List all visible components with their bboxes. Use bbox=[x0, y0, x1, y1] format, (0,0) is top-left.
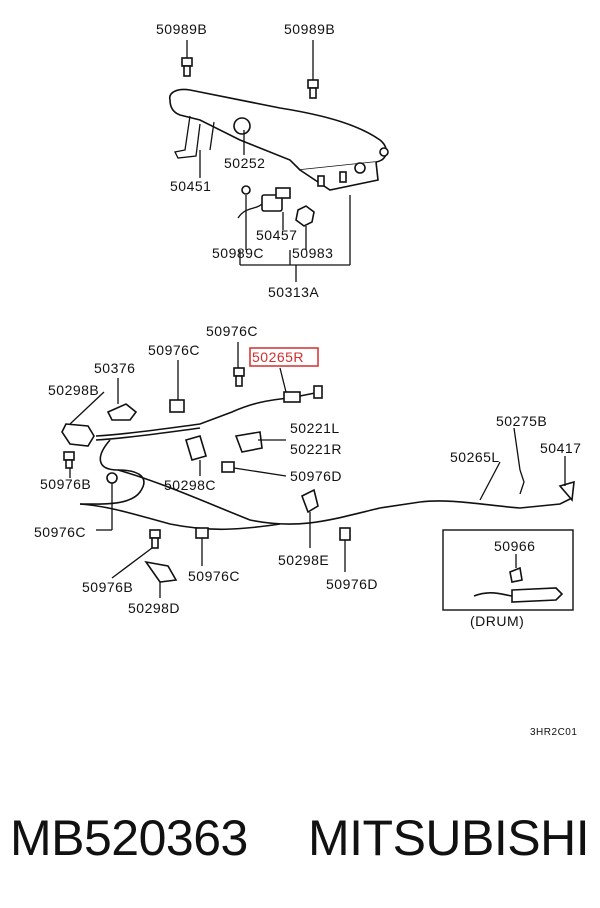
label-50976C: 50976C bbox=[188, 568, 240, 584]
clip-icon bbox=[169, 399, 185, 413]
bolt-icon bbox=[149, 529, 161, 549]
label-50457: 50457 bbox=[256, 227, 297, 243]
label-drum: (DRUM) bbox=[470, 613, 524, 629]
label-50451: 50451 bbox=[170, 178, 211, 194]
label-50252: 50252 bbox=[224, 155, 265, 171]
label-50966: 50966 bbox=[494, 538, 535, 554]
label-50298C: 50298C bbox=[164, 477, 216, 493]
label-50976C: 50976C bbox=[34, 524, 86, 540]
bolt-icon bbox=[339, 527, 351, 541]
label-50298E: 50298E bbox=[278, 552, 329, 568]
reference-code: 3HR2C01 bbox=[530, 727, 577, 738]
label-50298B: 50298B bbox=[48, 382, 99, 398]
label-50976C: 50976C bbox=[148, 342, 200, 358]
bracket-icon bbox=[106, 403, 138, 421]
highlight-box bbox=[249, 347, 319, 367]
label-50976B: 50976B bbox=[40, 476, 91, 492]
label-50989C: 50989C bbox=[212, 245, 264, 261]
bracket-icon bbox=[185, 435, 207, 461]
bolt-icon bbox=[307, 79, 319, 99]
label-50221R: 50221R bbox=[290, 441, 342, 457]
label-50989B: 50989B bbox=[156, 21, 207, 37]
bracket-icon bbox=[234, 431, 263, 453]
label-50976B: 50976B bbox=[82, 579, 133, 595]
bolt-icon bbox=[63, 451, 75, 469]
label-50976D: 50976D bbox=[290, 468, 342, 484]
label-50298D: 50298D bbox=[128, 600, 180, 616]
switch-icon bbox=[237, 185, 291, 219]
bolt-icon bbox=[221, 461, 235, 473]
clip-icon bbox=[558, 480, 575, 502]
bolt-icon bbox=[233, 367, 245, 387]
clamp-icon bbox=[300, 488, 319, 514]
bracket-icon bbox=[144, 560, 178, 583]
label-50976C: 50976C bbox=[206, 323, 258, 339]
label-50221L: 50221L bbox=[290, 420, 340, 436]
spring-icon bbox=[519, 469, 525, 495]
clamp-icon bbox=[106, 472, 118, 484]
footer-part-number: MB520363 bbox=[10, 810, 248, 866]
drum-inset bbox=[442, 529, 574, 611]
label-50989B: 50989B bbox=[284, 21, 335, 37]
label-50417: 50417 bbox=[540, 440, 581, 456]
footer-brand-name: MITSUBISHI bbox=[308, 810, 590, 866]
bolt-icon bbox=[195, 527, 209, 539]
nut-icon bbox=[295, 205, 315, 227]
lever-assembly bbox=[168, 40, 389, 282]
label-50275B: 50275B bbox=[496, 413, 547, 429]
label-50983: 50983 bbox=[292, 245, 333, 261]
label-50376: 50376 bbox=[94, 360, 135, 376]
label-50265R-highlighted: 50265R bbox=[252, 349, 304, 365]
clamp-icon bbox=[61, 423, 95, 447]
bolt-icon bbox=[181, 57, 193, 77]
cable-assembly bbox=[61, 342, 575, 598]
label-50976D: 50976D bbox=[326, 576, 378, 592]
label-50313A: 50313A bbox=[268, 284, 319, 300]
label-50265L: 50265L bbox=[450, 449, 500, 465]
